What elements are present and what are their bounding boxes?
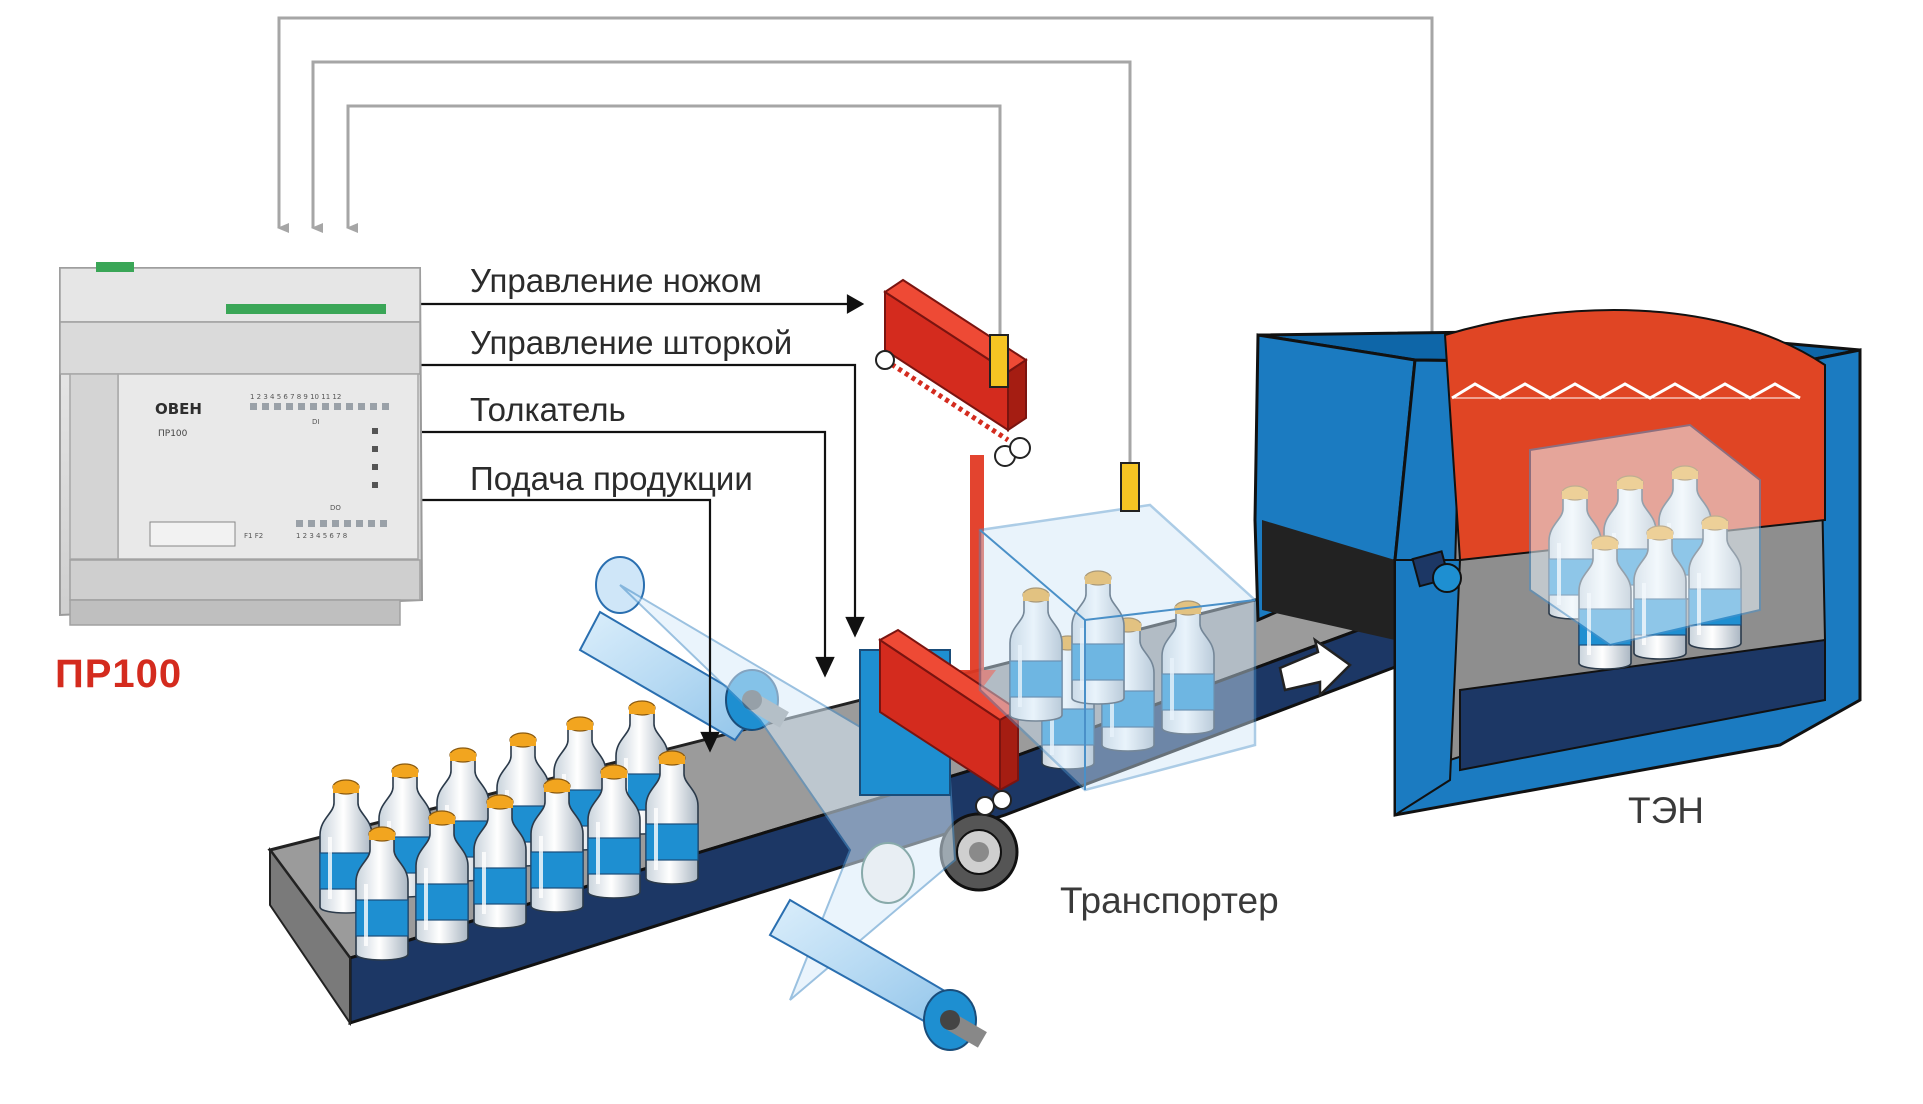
direction-arrow xyxy=(1278,637,1352,699)
controller-buttons xyxy=(372,428,378,488)
heat-tunnel xyxy=(1253,309,1862,817)
signal-pusher-label: Толкатель xyxy=(470,391,626,428)
wrapped-pack xyxy=(978,503,1257,792)
signal-shutter-control-label: Управление шторкой xyxy=(470,324,793,361)
heater-label: ТЭН xyxy=(1628,790,1704,831)
knife-lower xyxy=(878,628,1020,816)
wire-pusher-control xyxy=(412,430,827,660)
sensor-pack xyxy=(1120,462,1140,512)
controller-do-numbers: 1 2 3 4 5 6 7 8 xyxy=(296,532,347,540)
signal-product-feed-label: Подача продукции xyxy=(470,460,753,497)
sensor-knife xyxy=(989,334,1009,388)
film-roll-bottom xyxy=(768,842,987,1051)
controller-brand: ОВЕН xyxy=(155,400,202,418)
di-leds xyxy=(250,403,389,410)
knife-motion-arrow xyxy=(958,455,996,695)
wire-knife-sensor xyxy=(346,104,1002,335)
wire-feed-control xyxy=(412,498,712,735)
plc-controller: ОВЕН ПР100 1 2 3 4 5 6 7 8 9 10 11 12 DI… xyxy=(59,262,424,626)
conveyor-label: Транспортер xyxy=(1060,880,1279,921)
tunnel-sensor xyxy=(1411,550,1462,593)
tunnel-pack xyxy=(1529,423,1761,671)
feedback-wires xyxy=(277,16,1434,570)
control-wires xyxy=(412,294,865,753)
controller-di-text: DI xyxy=(312,418,319,426)
controller-do-text: DO xyxy=(330,504,341,512)
belt-roller xyxy=(939,812,1019,892)
wire-heater-sensor xyxy=(277,16,1434,570)
signal-knife-control-label: Управление ножом xyxy=(470,262,762,299)
controller-f-keys: F1 F2 xyxy=(244,532,263,540)
controller-di-numbers: 1 2 3 4 5 6 7 8 9 10 11 12 xyxy=(250,393,341,401)
controller-panel-model: ПР100 xyxy=(158,429,188,439)
controller-model-label: ПР100 xyxy=(55,652,183,696)
do-leds xyxy=(296,520,387,527)
wire-shutter-control xyxy=(412,363,857,620)
wire-pack-sensor xyxy=(311,60,1132,470)
